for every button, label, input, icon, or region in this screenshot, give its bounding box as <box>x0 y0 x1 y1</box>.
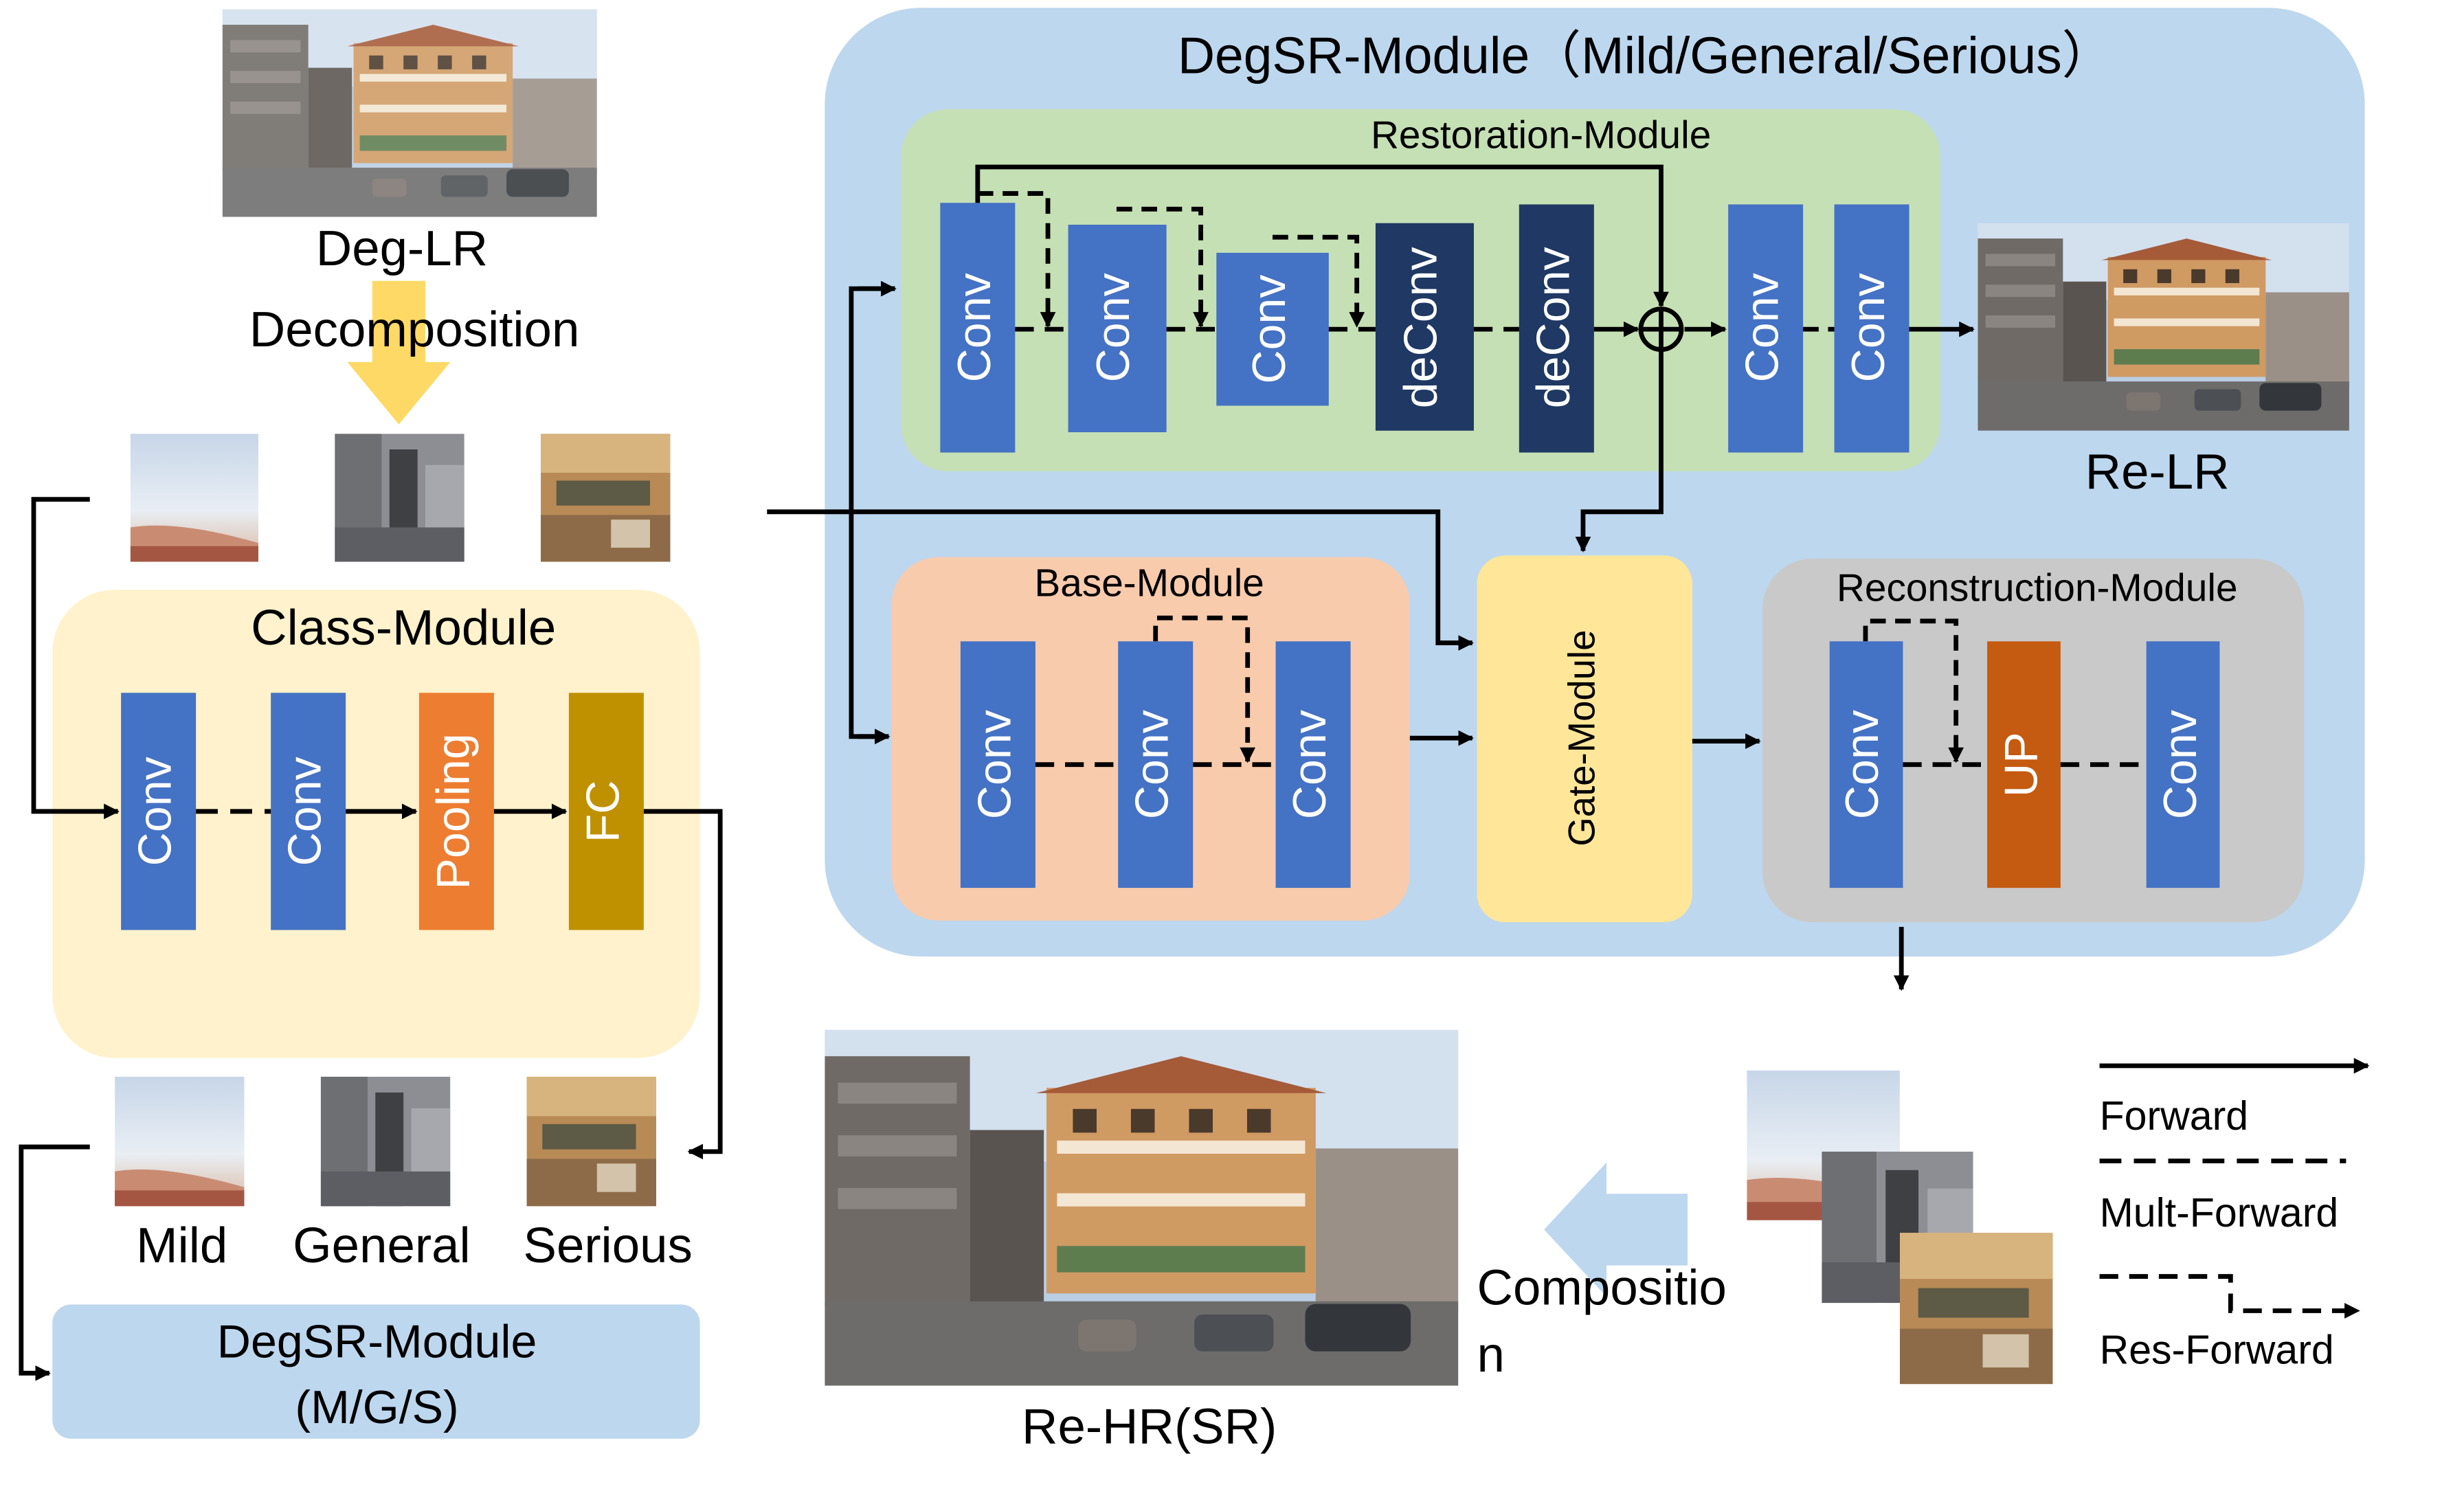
base-conv-block-1 <box>960 641 1035 888</box>
res-loop-1 <box>977 191 1056 328</box>
deg-lr-label: Deg-LR <box>316 221 488 276</box>
reconstruction-conv-label-1: Conv <box>1836 710 1888 819</box>
fc-block <box>568 693 644 930</box>
restoration-conv-label-1: Conv <box>948 273 1000 382</box>
general-label: General <box>293 1218 470 1273</box>
restoration-conv-label-4: Conv <box>1736 273 1789 382</box>
global-skip-arrow <box>975 164 1669 308</box>
re-lr-image <box>1978 223 2349 431</box>
restoration-conv-block-1 <box>940 203 1016 453</box>
pooling-block <box>418 693 494 930</box>
base-conv-label-3: Conv <box>1284 710 1336 819</box>
class-conv-label-2: Conv <box>279 757 331 866</box>
reconstruction-res-loop <box>1863 618 1964 763</box>
gate-module-label: Gate-Module <box>1561 630 1603 847</box>
base-conv-block-2 <box>1118 641 1194 888</box>
serious-patch-top <box>541 434 671 562</box>
deconv-block-2 <box>1519 204 1594 453</box>
fc-to-classes-arrow <box>643 809 723 1160</box>
class-module-box <box>52 590 700 1058</box>
restoration-conv-block-2 <box>1068 225 1167 433</box>
reconstruction-conv-block-2 <box>2146 641 2220 888</box>
restoration-conv-block-3 <box>1216 252 1329 406</box>
composition-label-line2: n <box>1477 1327 1505 1383</box>
restoration-conv-block-5 <box>1834 204 1909 453</box>
general-patch-bottom <box>320 1076 451 1207</box>
degsr-mgs-line2: (M/G/S) <box>295 1381 458 1433</box>
decomposition-arrow <box>347 280 451 425</box>
gate-module-box <box>1477 555 1692 923</box>
restoration-module-label: Restoration-Module <box>1371 114 1711 157</box>
reconstruction-conv-block-1 <box>1829 641 1903 888</box>
base-conv-label-1: Conv <box>968 710 1020 819</box>
composition-arrow <box>1544 1162 1688 1297</box>
up-label: UP <box>1995 732 2048 797</box>
deconv-label-2: deConv <box>1527 247 1579 408</box>
mild-label: Mild <box>136 1218 227 1273</box>
mild-patch-top <box>130 434 258 562</box>
class-conv-label-1: Conv <box>129 757 181 866</box>
legend-res-forward-label: Res-Forward <box>2100 1328 2334 1373</box>
decomposition-label: Decomposition <box>249 302 580 357</box>
deg-lr-image <box>222 9 597 217</box>
fc-label: FC <box>576 780 629 842</box>
restoration-conv-label-5: Conv <box>1842 273 1894 382</box>
res-loop-2 <box>1116 206 1209 328</box>
classes-to-degsr-arrow <box>19 1144 90 1381</box>
base-conv-label-2: Conv <box>1126 710 1178 819</box>
class-module-label: Class-Module <box>251 600 556 656</box>
serious-label: Serious <box>523 1218 692 1273</box>
re-lr-label: Re-LR <box>2085 444 2230 500</box>
deconv-label-1: deConv <box>1394 247 1446 408</box>
legend-forward-label: Forward <box>2100 1093 2249 1139</box>
class-conv-block-1 <box>121 693 197 930</box>
degsr-module-title: DegSR-Module（Mild/General/Serious） <box>1178 27 2114 85</box>
pooling-label: Pooling <box>427 733 479 889</box>
mild-patch-bottom <box>115 1076 245 1207</box>
re-hr-label: Re-HR(SR) <box>1022 1399 1277 1455</box>
legend-mult-forward-label: Mult-Forward <box>2100 1190 2339 1236</box>
degsr-mgs-line1: DegSR-Module <box>217 1316 537 1368</box>
composition-label-line1: Compositio <box>1477 1260 1727 1315</box>
legend-res-forward-line <box>2099 1274 2360 1319</box>
up-block <box>1987 641 2061 888</box>
re-hr-image <box>825 1029 1459 1386</box>
base-module-label: Base-Module <box>1034 561 1264 605</box>
deconv-block-1 <box>1375 223 1474 431</box>
restoration-conv-block-4 <box>1728 204 1804 453</box>
restoration-conv-label-2: Conv <box>1087 273 1139 382</box>
reconstruction-conv-label-2: Conv <box>2154 710 2206 819</box>
serious-patch-bottom <box>526 1076 657 1207</box>
stacked-patch-serious <box>1899 1232 2053 1385</box>
degsr-mgs-box <box>52 1304 700 1439</box>
sum-to-gate-arrow <box>1575 349 1664 552</box>
res-loop-3 <box>1273 234 1365 328</box>
base-res-loop <box>1153 615 1256 763</box>
restoration-conv-label-3: Conv <box>1243 275 1295 384</box>
base-conv-block-3 <box>1275 641 1351 888</box>
general-patch-top <box>335 434 464 562</box>
class-conv-block-2 <box>271 693 346 930</box>
patches-to-class-arrow <box>31 497 120 820</box>
reconstruction-module-label: Reconstruction-Module <box>1837 566 2238 610</box>
input-to-gate-arrow <box>767 509 1474 651</box>
